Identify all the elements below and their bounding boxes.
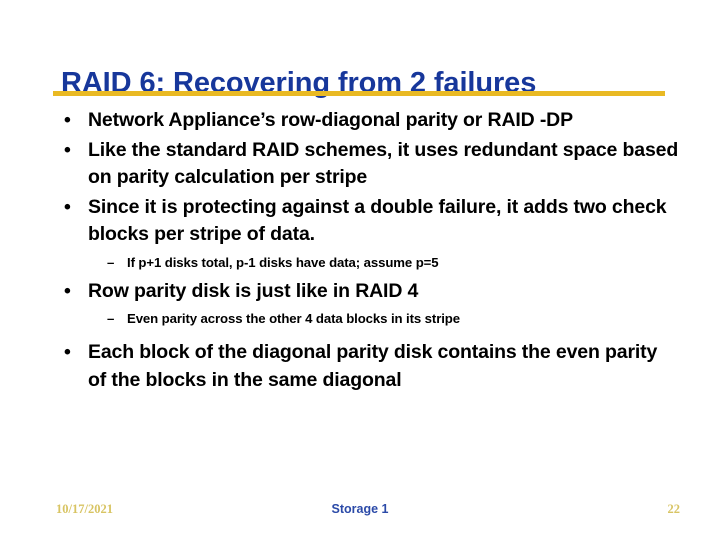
slide-footer: 10/17/2021 Storage 1 22: [0, 500, 720, 522]
bullet-item: • Since it is protecting against a doubl…: [55, 194, 680, 249]
bullet-item: • Each block of the diagonal parity disk…: [55, 339, 680, 394]
footer-date: 10/17/2021: [56, 502, 113, 516]
bullet-text: Network Appliance’s row-diagonal parity …: [88, 109, 573, 131]
bullet-marker-dot-icon: •: [64, 341, 71, 363]
bullet-marker-dot-icon: •: [64, 138, 71, 161]
slide-body: • Network Appliance’s row-diagonal parit…: [55, 107, 680, 396]
title-divider: [53, 91, 665, 96]
footer-page-number: 22: [667, 502, 681, 516]
sub-bullet-text: Even parity across the other 4 data bloc…: [127, 311, 460, 326]
sub-bullet-text: If p+1 disks total, p-1 disks have data;…: [127, 254, 439, 270]
bullet-item: • Row parity disk is just like in RAID 4: [55, 278, 680, 306]
bullet-item: • Like the standard RAID schemes, it use…: [55, 137, 680, 192]
bullet-text: Each block of the diagonal parity disk c…: [88, 341, 658, 391]
bullet-item: • Network Appliance’s row-diagonal parit…: [55, 107, 680, 135]
bullet-text: Like the standard RAID schemes, it uses …: [88, 138, 679, 189]
page-title: RAID 6: Recovering from 2 failures: [61, 67, 537, 100]
bullet-marker-dot-icon: •: [64, 279, 71, 302]
bullet-marker-dash-icon: –: [107, 254, 115, 270]
bullet-marker-dot-icon: •: [64, 109, 71, 131]
bullet-marker-dash-icon: –: [107, 311, 115, 326]
sub-bullet-item: – If p+1 disks total, p-1 disks have dat…: [55, 253, 680, 272]
bullet-text: Since it is protecting against a double …: [88, 195, 667, 246]
footer-deck-label: Storage 1: [331, 502, 389, 516]
bullet-marker-dot-icon: •: [64, 195, 71, 218]
sub-bullet-item: – Even parity across the other 4 data bl…: [55, 309, 680, 328]
bullet-text: Row parity disk is just like in RAID 4: [88, 279, 419, 302]
